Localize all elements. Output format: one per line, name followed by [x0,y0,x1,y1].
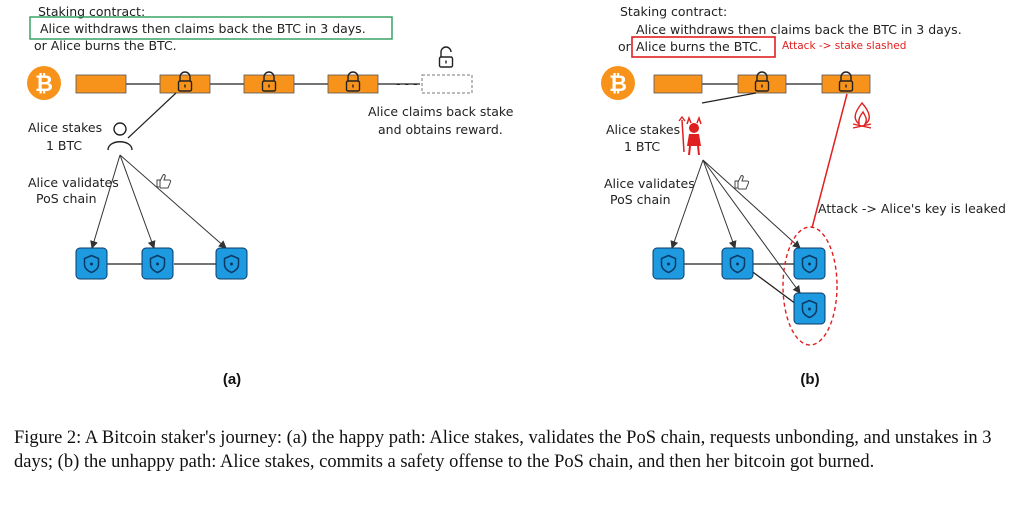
pos-fork-link [749,269,797,305]
claim-label-line2: and obtains reward. [378,122,503,137]
chain-ellipsis: - - - [396,76,417,91]
bitcoin-block-locked [737,74,787,94]
bitcoin-block [653,74,703,94]
stake-label-line2: 1 BTC [46,138,82,153]
validate-label-line2: PoS chain [610,192,671,207]
svg-text:₿: ₿ [35,71,53,96]
future-bitcoin-block [421,74,473,94]
flame-icon [852,101,872,129]
bitcoin-icon: ₿ [601,66,635,100]
validate-label-line1: Alice validates [28,175,119,190]
figure-caption: Figure 2: A Bitcoin staker's journey: (a… [14,428,992,472]
thumbs-up-icon [156,174,172,189]
validation-arrow [90,154,121,249]
contract-title: Staking contract: [38,4,145,19]
bitcoin-block [75,74,127,94]
alice-user-icon [107,122,133,151]
contract-option-burn: or Alice burns the BTC. [34,38,177,53]
bitcoin-block-locked [243,74,295,94]
bitcoin-block-locked [821,74,871,94]
panel-b: Staking contract: Alice withdraws then c… [601,4,1006,388]
contract-option-withdraw: Alice withdraws then claims back the BTC… [40,21,366,36]
panel-b-label: (b) [800,371,819,388]
stake-label-line1: Alice stakes [28,120,102,135]
stake-label-line2: 1 BTC [624,139,660,154]
validation-arrow [702,159,801,249]
validation-arrow [119,154,227,249]
bitcoin-icon: ₿ [27,66,61,100]
panel-a-label: (a) [223,371,241,388]
stake-label-line1: Alice stakes [606,122,680,137]
highlight-withdraw-box [29,16,393,40]
slashed-note: Attack -> stake slashed [782,40,906,52]
stake-connector [127,92,177,139]
highlight-burn-box [631,36,776,58]
validate-label-line2: PoS chain [36,191,97,206]
safety-offense-ellipse [782,226,838,346]
claim-label-line1: Alice claims back stake [368,104,514,119]
validation-arrow [119,154,156,249]
unlock-icon [438,46,454,68]
svg-text:₿: ₿ [609,71,627,96]
contract-option-prefix: or [618,39,632,54]
contract-option-burn: Alice burns the BTC. [636,39,762,54]
devil-icon [678,115,702,156]
contract-option-withdraw: Alice withdraws then claims back the BTC… [636,22,962,37]
thumbs-up-icon [734,175,750,190]
bitcoin-block-locked [159,74,211,94]
bitcoin-block-locked [327,74,379,94]
panel-a: Staking contract: Alice withdraws then c… [27,4,514,388]
stake-connector [701,92,757,104]
slash-connector [811,93,848,229]
validation-arrow [702,159,737,249]
validate-label-line1: Alice validates [604,176,695,191]
validation-arrow [670,159,704,249]
key-leak-note: Attack -> Alice's key is leaked [818,201,1006,216]
contract-title: Staking contract: [620,4,727,19]
